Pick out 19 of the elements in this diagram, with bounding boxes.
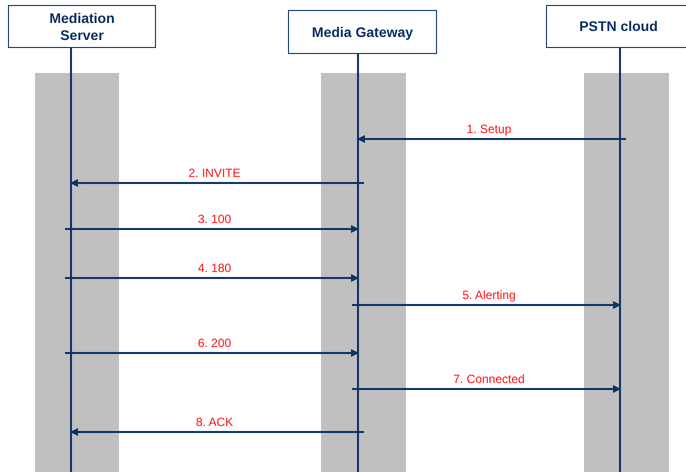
message-arrow (65, 225, 359, 233)
message-arrow (65, 349, 359, 357)
message-arrow (352, 385, 621, 393)
participant-box: PSTN cloud (546, 5, 686, 48)
message-label: 3. 100 (198, 212, 232, 226)
message-arrow (65, 274, 359, 282)
message-arrow (70, 179, 364, 187)
message-label: 4. 180 (198, 261, 232, 275)
message-label: 2. INVITE (188, 166, 240, 180)
message-label: 5. Alerting (462, 288, 516, 302)
participant-box: Mediation Server (8, 5, 156, 48)
message-label: 6. 200 (198, 336, 232, 350)
message-arrow (352, 301, 621, 309)
participant-box: Media Gateway (288, 10, 437, 54)
message-arrow (357, 135, 626, 143)
message-label: 1. Setup (466, 122, 512, 136)
message-label: 7. Connected (453, 372, 525, 386)
message-arrow (70, 428, 364, 436)
message-label: 8. ACK (196, 415, 234, 429)
